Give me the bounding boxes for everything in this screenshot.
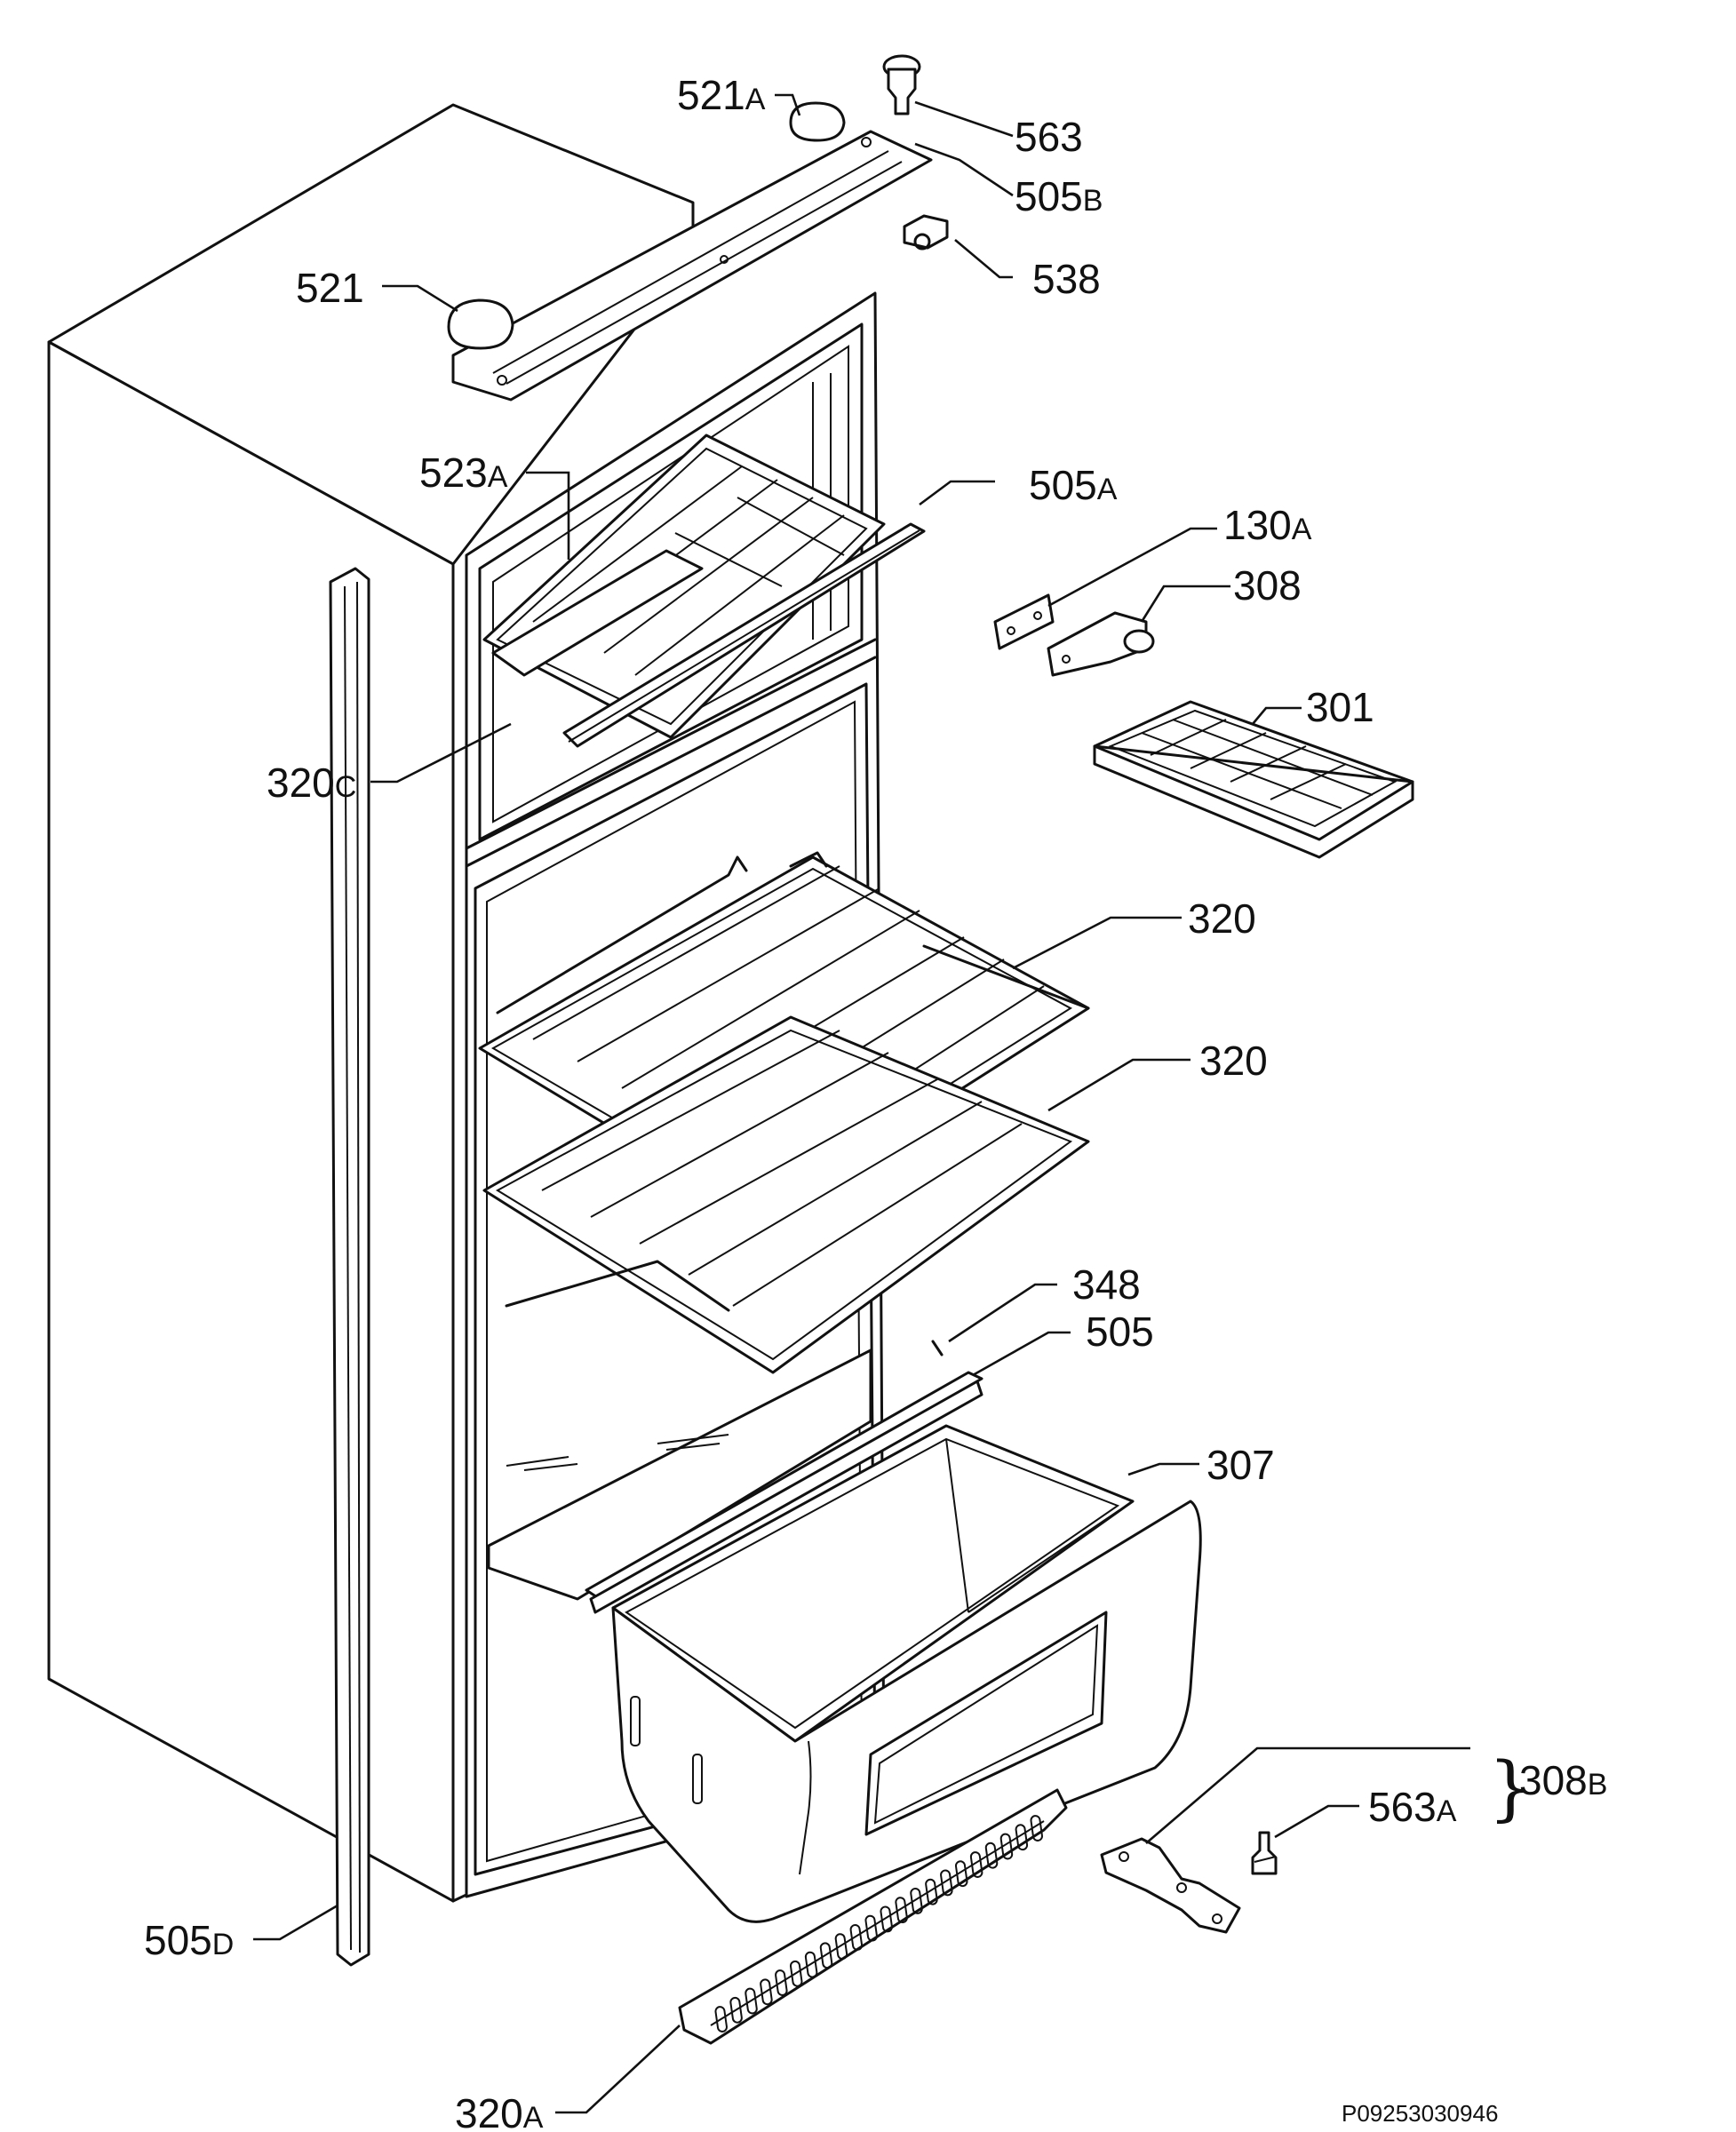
label-308: 308 <box>1233 562 1302 609</box>
top-hinge-bar-505B <box>451 130 933 402</box>
grille-slot <box>984 1842 999 1869</box>
grille-slot <box>714 2006 728 2033</box>
crisper-drawer-307 <box>611 1424 1202 1923</box>
part-labels: 521A 563 505B 538 521 523A 505A 130A 308… <box>144 72 1607 2132</box>
door-seal-strip-505D <box>329 567 370 1967</box>
mount-plate-130A <box>993 593 1055 650</box>
label-521A: 521A <box>677 72 766 118</box>
label-301: 301 <box>1306 684 1374 730</box>
label-320-lower: 320 <box>1199 1038 1268 1084</box>
bottom-hinge-308B <box>1100 1837 1241 1934</box>
grille-slot <box>804 1951 818 1978</box>
grille-slot <box>999 1833 1014 1860</box>
label-308B: 308B <box>1519 1757 1607 1803</box>
label-523A: 523A <box>419 449 508 496</box>
label-505: 505 <box>1086 1309 1154 1355</box>
label-320A: 320A <box>455 2090 544 2132</box>
label-320-upper: 320 <box>1188 895 1256 942</box>
hinge-cap-521A <box>789 101 846 142</box>
label-320C: 320C <box>267 760 356 806</box>
freezer-shelf-320C <box>491 549 704 677</box>
grille-slot <box>1030 1815 1043 1842</box>
ice-cube-tray-301 <box>1093 700 1414 859</box>
grille-slot <box>864 1914 878 1942</box>
label-130A: 130A <box>1223 502 1312 548</box>
grille-slot <box>775 1969 788 1996</box>
grille-slot <box>910 1888 923 1914</box>
hinge-cap-521 <box>447 298 514 350</box>
hinge-308 <box>1047 611 1155 677</box>
label-563A: 563A <box>1368 1784 1457 1830</box>
grille-slot <box>789 1960 803 1987</box>
grille-slot <box>849 1924 864 1951</box>
label-505A: 505A <box>1029 462 1118 508</box>
hinge-screw-563A <box>1251 1831 1278 1875</box>
grille-slot <box>925 1878 938 1905</box>
label-505D: 505D <box>144 1917 234 1963</box>
grille-slot <box>819 1942 833 1969</box>
leader-lines <box>253 93 1470 2114</box>
grille-slot <box>895 1897 908 1924</box>
wire-shelf-320-lower <box>482 1015 1090 1374</box>
grille-slot <box>969 1851 983 1878</box>
shelf-strip-505 <box>585 1371 983 1614</box>
grille-slot <box>745 1987 758 2015</box>
grille-slot <box>729 1996 743 2024</box>
freezer-strip-505A <box>562 522 926 748</box>
shelf-edge-348 <box>931 1340 944 1356</box>
label-563: 563 <box>1015 114 1083 160</box>
grille-slot <box>880 1905 893 1933</box>
grille-slot <box>834 1933 848 1961</box>
grille-slot <box>954 1860 968 1888</box>
grille-slot <box>940 1869 953 1897</box>
hinge-pin-563 <box>882 54 921 115</box>
drawing-code: P09253030946 <box>1342 2100 1498 2127</box>
grille-slot <box>760 1978 773 2006</box>
bottom-grille-320A <box>678 1788 1068 2045</box>
label-348: 348 <box>1072 1261 1141 1308</box>
hinge-bushing-538 <box>903 214 949 251</box>
label-505B: 505B <box>1015 173 1103 219</box>
label-538: 538 <box>1032 256 1101 302</box>
label-521: 521 <box>296 265 364 311</box>
group-brace: } <box>1488 1746 1533 1829</box>
grille-slot <box>1015 1824 1029 1851</box>
label-307: 307 <box>1206 1442 1275 1488</box>
